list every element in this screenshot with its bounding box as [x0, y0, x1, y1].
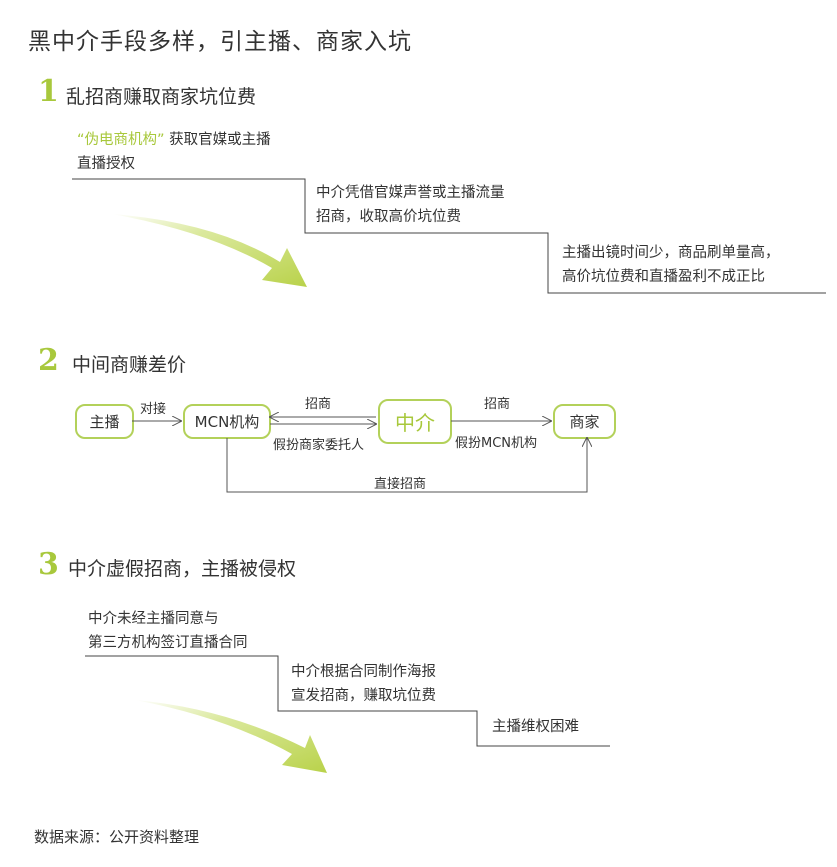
section2-connectors [132, 417, 587, 493]
page-title: 黑中介手段多样，引主播、商家入坑 [28, 29, 412, 55]
section1-step3: 主播出镜时间少，商品刷单量高， 高价坑位费和直播盈利不成正比 [562, 241, 780, 289]
section1-step2: 中介凭借官媒声誉或主播流量 招商，收取高价坑位费 [316, 181, 505, 229]
section3-number: 3 [38, 547, 59, 582]
section1-step2-line1: 中介凭借官媒声誉或主播流量 [316, 185, 505, 201]
section1-title: 乱招商赚取商家坑位费 [66, 86, 257, 108]
section2-number: 2 [38, 343, 59, 378]
node-anchor: 主播 [75, 404, 134, 439]
section1-step2-line2: 招商，收取高价坑位费 [316, 209, 461, 225]
edge-label-pose-merchant: 假扮商家委托人 [273, 438, 365, 453]
edge-label-connect: 对接 [140, 402, 167, 417]
edge-label-recruit-mcn: 招商 [305, 397, 332, 412]
section3-step2-line2: 宣发招商，赚取坑位费 [291, 688, 436, 704]
section1-step3-line2: 高价坑位费和直播盈利不成正比 [562, 269, 765, 285]
section2-title: 中间商赚差价 [72, 354, 187, 376]
section3-step1: 中介未经主播同意与 第三方机构签订直播合同 [88, 607, 248, 655]
section3-step2: 中介根据合同制作海报 宣发招商，赚取坑位费 [291, 660, 436, 708]
node-mcn: MCN机构 [183, 404, 271, 439]
section3-swoosh-arrow [135, 700, 327, 773]
section3-title: 中介虚假招商，主播被侵权 [68, 558, 297, 580]
section1-staircase [72, 178, 826, 294]
section1-step1-line1: 获取官媒或主播 [169, 132, 271, 148]
section1-step3-line1: 主播出镜时间少，商品刷单量高， [562, 245, 780, 261]
source-note: 数据来源：公开资料整理 [34, 828, 200, 846]
section1-step1-line2: 直播授权 [77, 156, 135, 172]
section1-step1: “伪电商机构” 获取官媒或主播 直播授权 [77, 128, 271, 176]
section3-step1-line2: 第三方机构签订直播合同 [88, 635, 248, 651]
section3-step1-line1: 中介未经主播同意与 [88, 611, 219, 627]
section1-number: 1 [38, 74, 59, 109]
node-agent: 中介 [378, 399, 452, 444]
edge-label-direct-recruit: 直接招商 [374, 477, 427, 492]
section3-step3: 主播维权困难 [492, 719, 579, 735]
section3-staircase [85, 655, 610, 747]
edge-label-recruit-merchant: 招商 [484, 397, 511, 412]
section3-step2-line1: 中介根据合同制作海报 [291, 664, 436, 680]
fake-agency-highlight: “伪电商机构” [77, 132, 165, 148]
edge-label-pose-mcn: 假扮MCN机构 [455, 436, 538, 451]
section1-swoosh-arrow [112, 214, 307, 287]
